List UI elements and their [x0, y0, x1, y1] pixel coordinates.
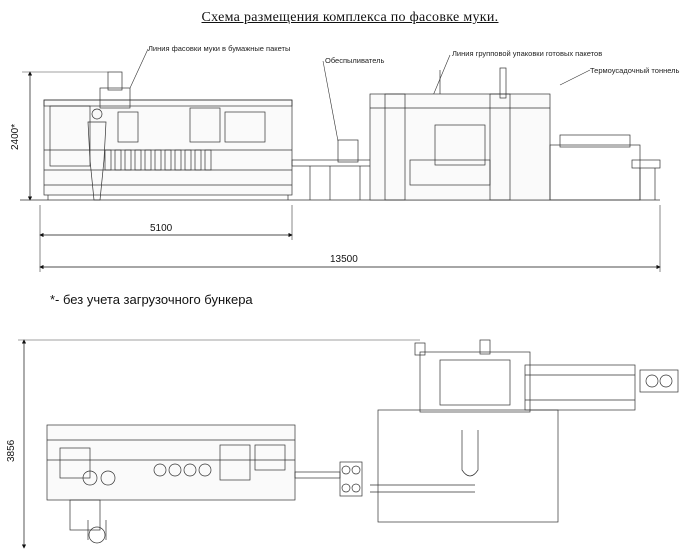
leader-dedusting — [322, 60, 339, 142]
label-shrink-tunnel: Термоусадочный тоннель — [590, 66, 680, 75]
label-dedusting: Обеспыливатель — [325, 56, 385, 65]
dim-height: 2400* — [10, 124, 21, 150]
leader-group-packing — [431, 54, 451, 99]
plan-view — [46, 339, 679, 544]
diagram-title: Схема размещения комплекса по фасовке му… — [201, 10, 499, 25]
label-group-packing: Линия групповой упаковки готовых пакетов — [452, 49, 603, 58]
dim-length-packing: 5100 — [150, 223, 173, 234]
footnote: *- без учета загрузочного бункера — [50, 292, 253, 307]
leader-packing-line — [129, 48, 149, 89]
label-packing-line: Линия фасовки муки в бумажные пакеты — [148, 44, 291, 53]
dim-width-plan: 3856 — [6, 439, 17, 462]
dim-length-total: 13500 — [330, 254, 358, 265]
side-view — [20, 67, 661, 201]
leader-shrink-tunnel — [559, 69, 591, 86]
